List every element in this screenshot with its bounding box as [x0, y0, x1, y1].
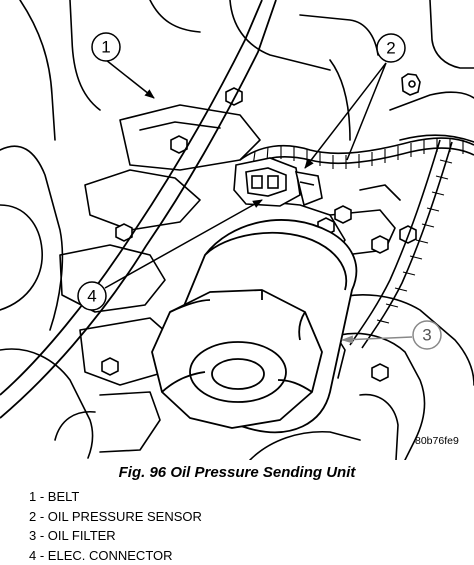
legend-label: OIL PRESSURE SENSOR	[47, 508, 202, 524]
legend-number: 1	[29, 489, 37, 504]
callout-4-number: 4	[87, 287, 96, 306]
wire-harness	[239, 137, 474, 349]
oil-filter	[151, 219, 358, 434]
legend-number: 4	[29, 547, 37, 563]
callout-2: 2	[304, 33, 406, 169]
legend-label: BELT	[47, 489, 80, 504]
legend-item: 4 - ELEC. CONNECTOR	[29, 546, 202, 565]
legend: 1 - BELT 2 - OIL PRESSURE SENSOR 3 - OIL…	[29, 487, 202, 565]
legend-label: ELEC. CONNECTOR	[47, 547, 173, 563]
oil-pressure-sensor	[233, 157, 323, 207]
legend-separator: -	[36, 508, 48, 524]
callout-1: 1	[91, 32, 155, 99]
image-code: 80b76fe9	[415, 435, 459, 447]
callout-2-number: 2	[386, 39, 395, 58]
legend-separator: -	[36, 547, 48, 563]
legend-item: 2 - OIL PRESSURE SENSOR	[29, 507, 202, 527]
legend-item: 3 - OIL FILTER	[29, 526, 202, 546]
figure-caption: Fig. 96 Oil Pressure Sending Unit	[118, 464, 356, 481]
legend-separator: -	[36, 528, 48, 543]
legend-number: 3	[29, 528, 37, 543]
legend-label: OIL FILTER	[47, 528, 116, 543]
callout-1-number: 1	[101, 38, 110, 57]
belt	[0, 0, 277, 419]
callout-4: 4	[77, 199, 263, 311]
callout-3-number: 3	[422, 326, 431, 345]
legend-item: 1 - BELT	[29, 487, 202, 507]
legend-separator: -	[36, 489, 48, 504]
engine-diagram: 1 2 3 4 80b76fe9	[0, 0, 474, 460]
callout-3: 3	[341, 320, 442, 350]
legend-number: 2	[29, 508, 37, 524]
